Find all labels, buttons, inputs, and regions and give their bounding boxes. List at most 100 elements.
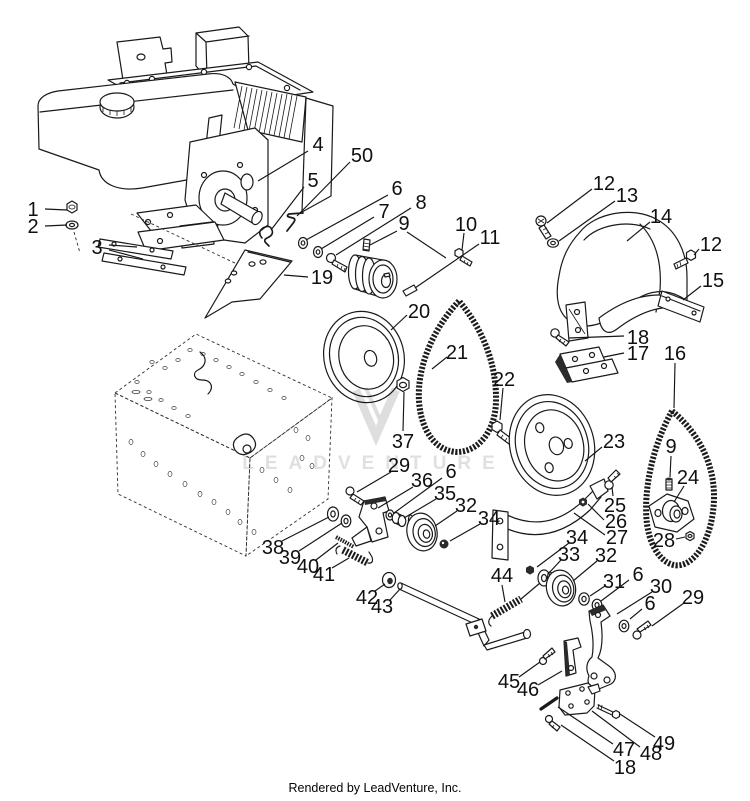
callout-30: 30 <box>650 576 672 598</box>
idler-arm-27 <box>491 478 609 561</box>
fin-hatching <box>233 85 298 140</box>
nut-26 <box>579 497 587 507</box>
callout-1: 1 <box>27 199 38 221</box>
callout-13: 13 <box>616 185 638 207</box>
callout-40: 40 <box>297 556 319 578</box>
leader-line-16 <box>673 362 676 409</box>
callout-6: 6 <box>632 564 643 586</box>
callout-36: 36 <box>411 470 433 492</box>
callout-33: 33 <box>558 544 580 566</box>
callout-14: 14 <box>650 206 672 228</box>
leader-line-1 <box>44 208 68 211</box>
callout-4: 4 <box>312 134 323 156</box>
leader-line-10 <box>461 232 465 251</box>
bracket-15 <box>657 290 705 323</box>
callout-29: 29 <box>388 455 410 477</box>
idler-bracket-assembly <box>326 486 449 567</box>
leader-line-3 <box>108 244 138 248</box>
leader-line-25 <box>611 486 614 497</box>
pulley-20 <box>322 310 406 404</box>
callout-5: 5 <box>307 170 318 192</box>
leader-line-29 <box>356 471 392 493</box>
leader-line-41 <box>331 557 350 569</box>
leader-line-33 <box>547 559 562 575</box>
callout-26: 26 <box>605 511 627 533</box>
rod-43 <box>398 582 480 626</box>
callout-39: 39 <box>279 547 301 569</box>
leader-line-30 <box>616 591 653 615</box>
bolt-25 <box>604 469 621 490</box>
callout-25: 25 <box>604 495 626 517</box>
callout-31: 31 <box>603 571 625 593</box>
callout-16: 16 <box>664 343 686 365</box>
callout-32: 32 <box>595 545 617 567</box>
leader-line-39 <box>298 522 343 552</box>
callout-18: 18 <box>614 757 636 779</box>
leader-line-6 <box>305 194 389 241</box>
leader-line-12 <box>546 188 593 224</box>
leader-line-3 <box>108 249 144 260</box>
leader-line-50 <box>296 161 351 217</box>
bolt-49 <box>596 703 621 720</box>
leader-line-31 <box>589 585 606 597</box>
callout-20: 20 <box>408 301 430 323</box>
leader-line-9 <box>669 455 672 478</box>
engine-hardware <box>65 200 348 319</box>
callout-34: 34 <box>478 508 500 530</box>
engine-block-side <box>301 97 334 213</box>
belt-21 <box>415 296 500 456</box>
leader-line-2 <box>44 224 68 227</box>
callout-8: 8 <box>415 192 426 214</box>
callout-12: 12 <box>593 173 615 195</box>
bolt-29a <box>345 486 355 496</box>
leader-line-44 <box>501 584 506 603</box>
lower-linkage <box>538 637 621 732</box>
leader-line-5 <box>270 186 305 231</box>
leader-line-37 <box>402 391 405 432</box>
leader-line-34 <box>536 542 570 568</box>
watermark: LEADVENTURE <box>242 387 495 474</box>
nut-28 <box>685 530 695 542</box>
callout-6: 6 <box>644 593 655 615</box>
leader-line-42 <box>374 583 386 592</box>
leader-line-26 <box>587 503 605 521</box>
callout-11: 11 <box>480 227 501 249</box>
leader-line-11 <box>414 243 480 289</box>
callout-23: 23 <box>603 431 625 453</box>
idler-pulley-32b <box>545 569 577 607</box>
callout-43: 43 <box>371 596 393 618</box>
spacer-35 <box>391 511 407 528</box>
callout-42: 42 <box>356 587 378 609</box>
leader-line-12 <box>693 248 700 256</box>
leader-line-14 <box>626 221 651 242</box>
callout-6: 6 <box>391 178 402 200</box>
washer-13 <box>546 238 560 248</box>
leader-line-49 <box>619 713 656 738</box>
callout-24: 24 <box>677 467 699 489</box>
set-screw-9b <box>665 477 673 491</box>
key-11 <box>402 284 418 297</box>
cooling-fins <box>234 81 307 143</box>
leader-line-8 <box>335 207 412 256</box>
belt-cover-14 <box>556 211 700 342</box>
leader-line-4 <box>257 150 309 182</box>
callout-34: 34 <box>566 527 588 549</box>
callout-15: 15 <box>702 270 724 292</box>
leader-line-34 <box>449 523 481 542</box>
leader-line-9 <box>369 230 398 246</box>
nut-37 <box>396 376 410 393</box>
leader-line-18 <box>568 335 625 339</box>
wire-link-50 <box>286 212 304 232</box>
callout-47: 47 <box>613 739 635 761</box>
leader-line-20 <box>390 314 408 331</box>
leadventure-logo-inner-icon <box>364 387 396 425</box>
leader-line-45 <box>518 661 541 678</box>
bolt-18a <box>550 328 570 347</box>
leader-line-23 <box>584 446 603 462</box>
nut-1 <box>66 200 78 214</box>
bracket-17 <box>555 346 619 383</box>
leader-line-46 <box>537 670 563 686</box>
nut-34a <box>439 539 449 549</box>
